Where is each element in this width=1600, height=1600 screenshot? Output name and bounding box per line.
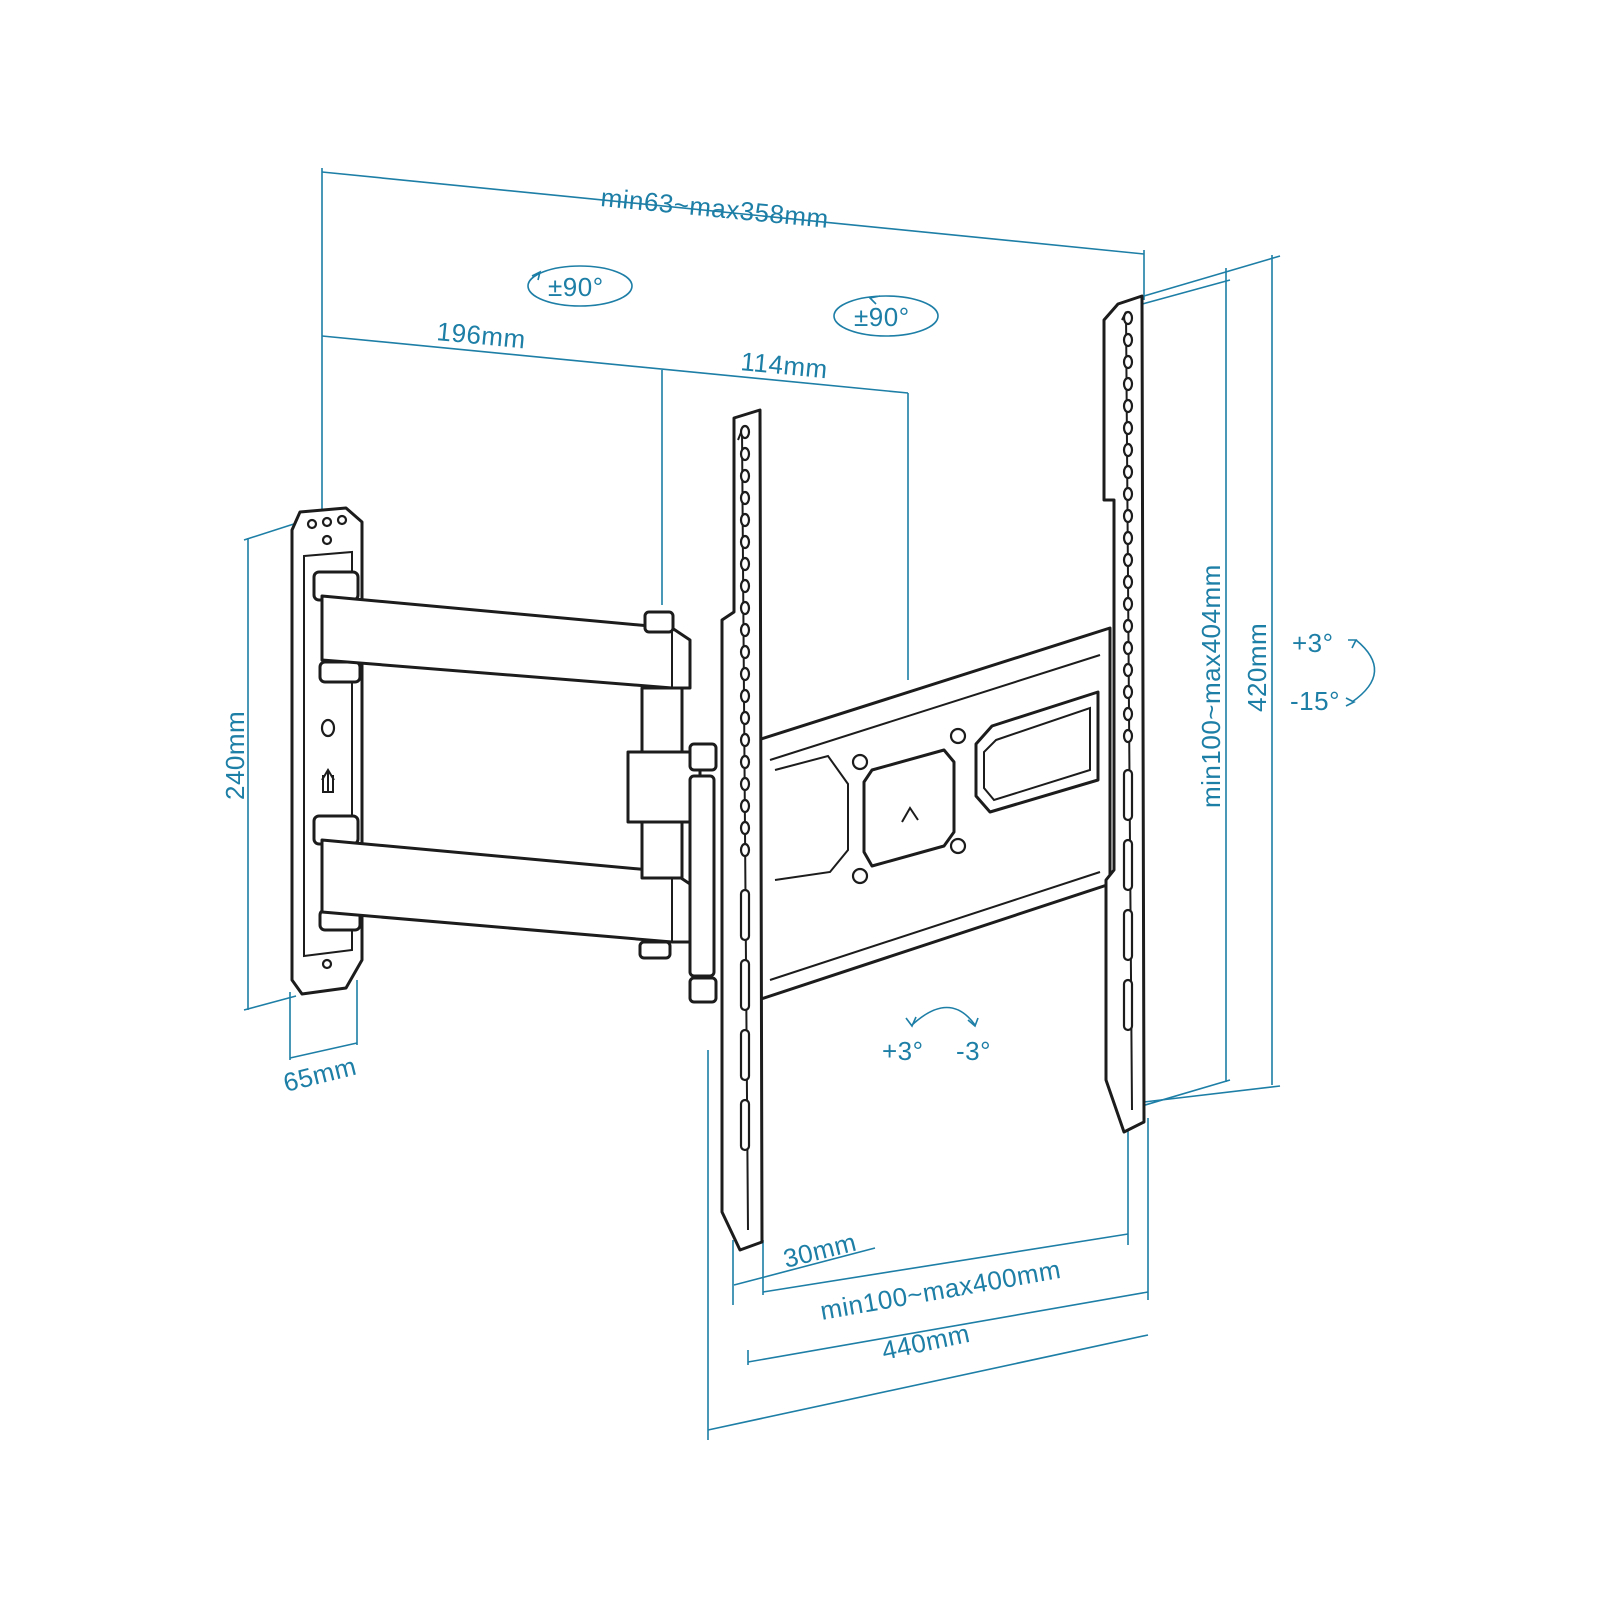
rail-hole (739, 798, 751, 814)
rotation-arrow-icon (911, 1006, 976, 1026)
rail-hole (1122, 376, 1134, 392)
center-bracket (688, 626, 1112, 1004)
rail-hole (1122, 398, 1134, 414)
tilt-up-label: +3° (1292, 628, 1334, 658)
level-minus-label: -3° (956, 1036, 991, 1066)
rail-slot (1122, 768, 1134, 822)
rail-hole (739, 556, 751, 572)
rail-hole (1122, 310, 1134, 326)
rail-hole (739, 578, 751, 594)
rotation-arrow-icon (1351, 639, 1376, 703)
rail-slot (739, 1028, 751, 1082)
horizontal-vesa-label: min100~max400mm (818, 1254, 1063, 1326)
bracket-height-label: 420mm (1242, 623, 1272, 712)
rail-hole (1122, 486, 1134, 502)
rail-hole (1122, 618, 1134, 634)
swing-arms (320, 594, 702, 960)
rail-hole (739, 710, 751, 726)
level-plus-label: +3° (882, 1036, 924, 1066)
rail-slot (1122, 838, 1134, 892)
rail-slot (1122, 908, 1134, 962)
rail-hole (739, 468, 751, 484)
right-rail-holes (1122, 310, 1134, 1032)
rail-hole (1122, 530, 1134, 546)
wall-plate (290, 506, 364, 996)
arrow-up-chevron-icon (901, 806, 919, 823)
tilt-down-label: -15° (1290, 686, 1340, 716)
rail-hole (739, 622, 751, 638)
left-rail-holes (739, 424, 751, 1152)
vertical-vesa-label: min100~max404mm (1196, 564, 1226, 808)
swivel-right-label: ±90° (854, 302, 910, 332)
bracket-offset-label: 30mm (780, 1227, 859, 1274)
rail-hole (1122, 706, 1134, 722)
rail-hole (1122, 728, 1134, 744)
bracket-width-label: 440mm (879, 1318, 972, 1366)
rail-hole (1122, 662, 1134, 678)
rail-hole (1122, 552, 1134, 568)
rail-hole (1122, 684, 1134, 700)
rail-hole (1122, 574, 1134, 590)
rail-slot (739, 1098, 751, 1152)
rail-hole (1122, 354, 1134, 370)
rail-slot (739, 888, 751, 942)
rail-slot (739, 958, 751, 1012)
rail-hole (739, 688, 751, 704)
rail-hole (739, 512, 751, 528)
rail-hole (1122, 640, 1134, 656)
rail-hole (739, 754, 751, 770)
rail-hole (1122, 332, 1134, 348)
rail-hole (739, 842, 751, 858)
wall-plate-height-label: 240mm (220, 711, 250, 800)
total-extension-label: min63~max358mm (599, 182, 830, 234)
rotation-arrow-icon (833, 295, 939, 337)
rail-slot (1122, 978, 1134, 1032)
rotation-arrow-icon (527, 265, 633, 307)
rail-hole (1122, 508, 1134, 524)
rail-hole (1122, 420, 1134, 436)
rail-hole (1122, 596, 1134, 612)
rail-hole (739, 820, 751, 836)
arrow-up-icon (321, 768, 335, 793)
rail-hole (1122, 442, 1134, 458)
rail-hole (1122, 464, 1134, 480)
rail-hole (739, 490, 751, 506)
rail-hole (739, 776, 751, 792)
rail-hole (739, 644, 751, 660)
rail-hole (739, 600, 751, 616)
rotation-icons (527, 265, 1376, 1028)
rail-hole (739, 534, 751, 550)
rail-hole (739, 446, 751, 462)
dimension-lines (243, 168, 1281, 1440)
rail-hole (739, 666, 751, 682)
swivel-left-label: ±90° (548, 272, 604, 302)
rail-hole (739, 732, 751, 748)
rail-hole (739, 424, 751, 440)
